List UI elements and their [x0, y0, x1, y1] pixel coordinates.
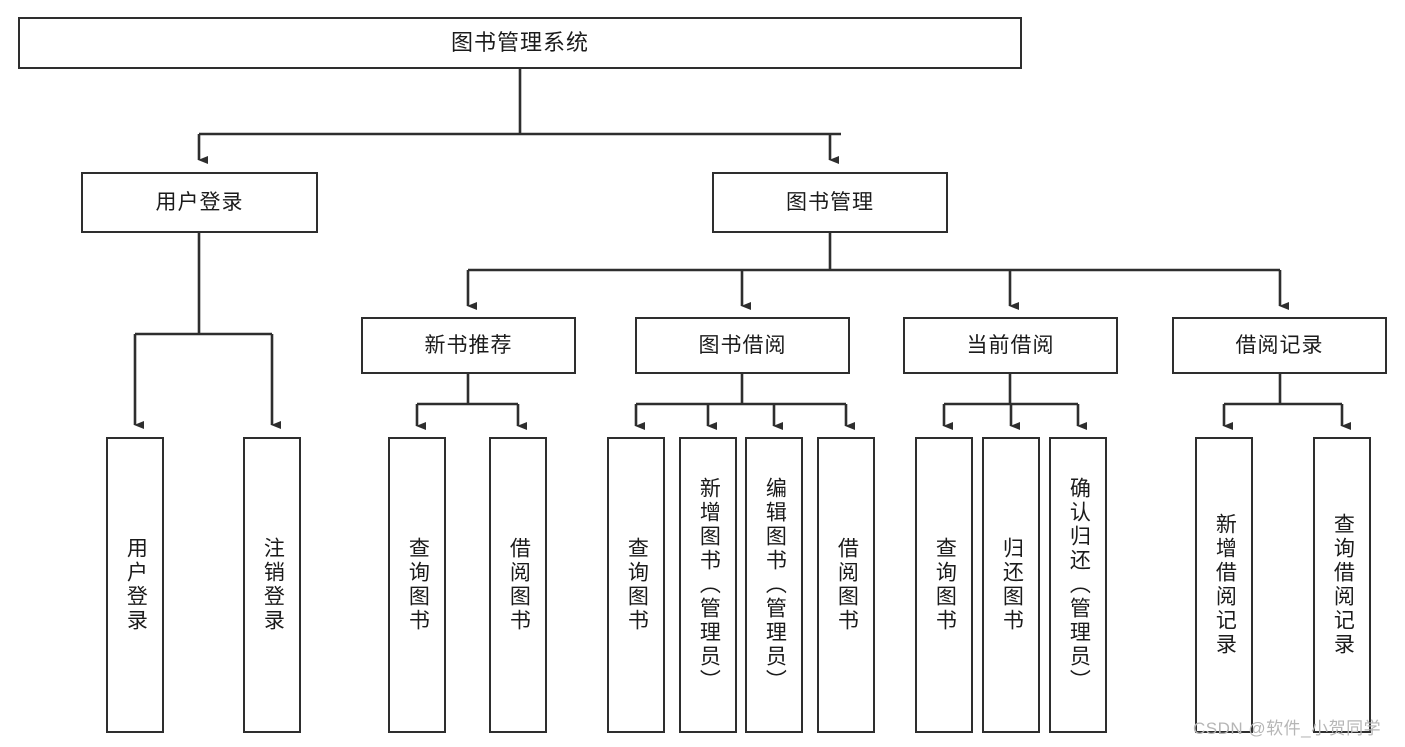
node-borrow-record[interactable]: 借阅记录 [1172, 317, 1387, 374]
leaf-cb-query-book[interactable]: 查询图书 [915, 437, 973, 733]
node-user-login-label: 用户登录 [155, 190, 244, 214]
leaf-bb-edit-book[interactable]: 编辑图书（管理员） [745, 437, 803, 733]
node-book-borrow-label: 图书借阅 [698, 333, 787, 357]
leaf-bb-borrow-book[interactable]: 借阅图书 [817, 437, 875, 733]
leaf-cb-confirm-return[interactable]: 确认归还（管理员） [1049, 437, 1107, 733]
leaf-logout-label: 注销登录 [261, 537, 285, 633]
leaf-user-login[interactable]: 用户登录 [106, 437, 164, 733]
leaf-cb-query-book-label: 查询图书 [933, 537, 957, 633]
leaf-nb-borrow-book[interactable]: 借阅图书 [489, 437, 547, 733]
leaf-user-login-label: 用户登录 [124, 537, 148, 633]
node-new-book-recommend[interactable]: 新书推荐 [361, 317, 576, 374]
node-new-book-recommend-label: 新书推荐 [424, 333, 513, 357]
node-root-system[interactable]: 图书管理系统 [18, 17, 1022, 69]
leaf-br-query-record[interactable]: 查询借阅记录 [1313, 437, 1371, 733]
leaf-cb-return-book[interactable]: 归还图书 [982, 437, 1040, 733]
leaf-bb-add-book[interactable]: 新增图书（管理员） [679, 437, 737, 733]
leaf-bb-edit-book-label: 编辑图书（管理员） [763, 477, 787, 693]
leaf-bb-query-book[interactable]: 查询图书 [607, 437, 665, 733]
node-current-borrow[interactable]: 当前借阅 [903, 317, 1118, 374]
leaf-br-query-record-label: 查询借阅记录 [1331, 513, 1355, 657]
leaf-cb-return-book-label: 归还图书 [1000, 537, 1024, 633]
node-user-login[interactable]: 用户登录 [81, 172, 318, 233]
leaf-nb-borrow-book-label: 借阅图书 [507, 537, 531, 633]
leaf-logout[interactable]: 注销登录 [243, 437, 301, 733]
leaf-bb-add-book-label: 新增图书（管理员） [697, 477, 721, 693]
node-borrow-record-label: 借阅记录 [1235, 333, 1324, 357]
leaf-bb-query-book-label: 查询图书 [625, 537, 649, 633]
leaf-br-add-record[interactable]: 新增借阅记录 [1195, 437, 1253, 733]
leaf-nb-query-book[interactable]: 查询图书 [388, 437, 446, 733]
node-book-borrow[interactable]: 图书借阅 [635, 317, 850, 374]
leaf-br-add-record-label: 新增借阅记录 [1213, 513, 1237, 657]
node-book-management-label: 图书管理 [786, 190, 874, 214]
node-root-system-label: 图书管理系统 [450, 29, 589, 55]
csdn-watermark: CSDN @软件_小贺同学 [1193, 719, 1382, 738]
leaf-cb-confirm-return-label: 确认归还（管理员） [1067, 477, 1091, 693]
leaf-nb-query-book-label: 查询图书 [406, 537, 430, 633]
node-current-borrow-label: 当前借阅 [966, 333, 1055, 357]
node-book-management[interactable]: 图书管理 [712, 172, 948, 233]
leaf-bb-borrow-book-label: 借阅图书 [835, 537, 859, 633]
